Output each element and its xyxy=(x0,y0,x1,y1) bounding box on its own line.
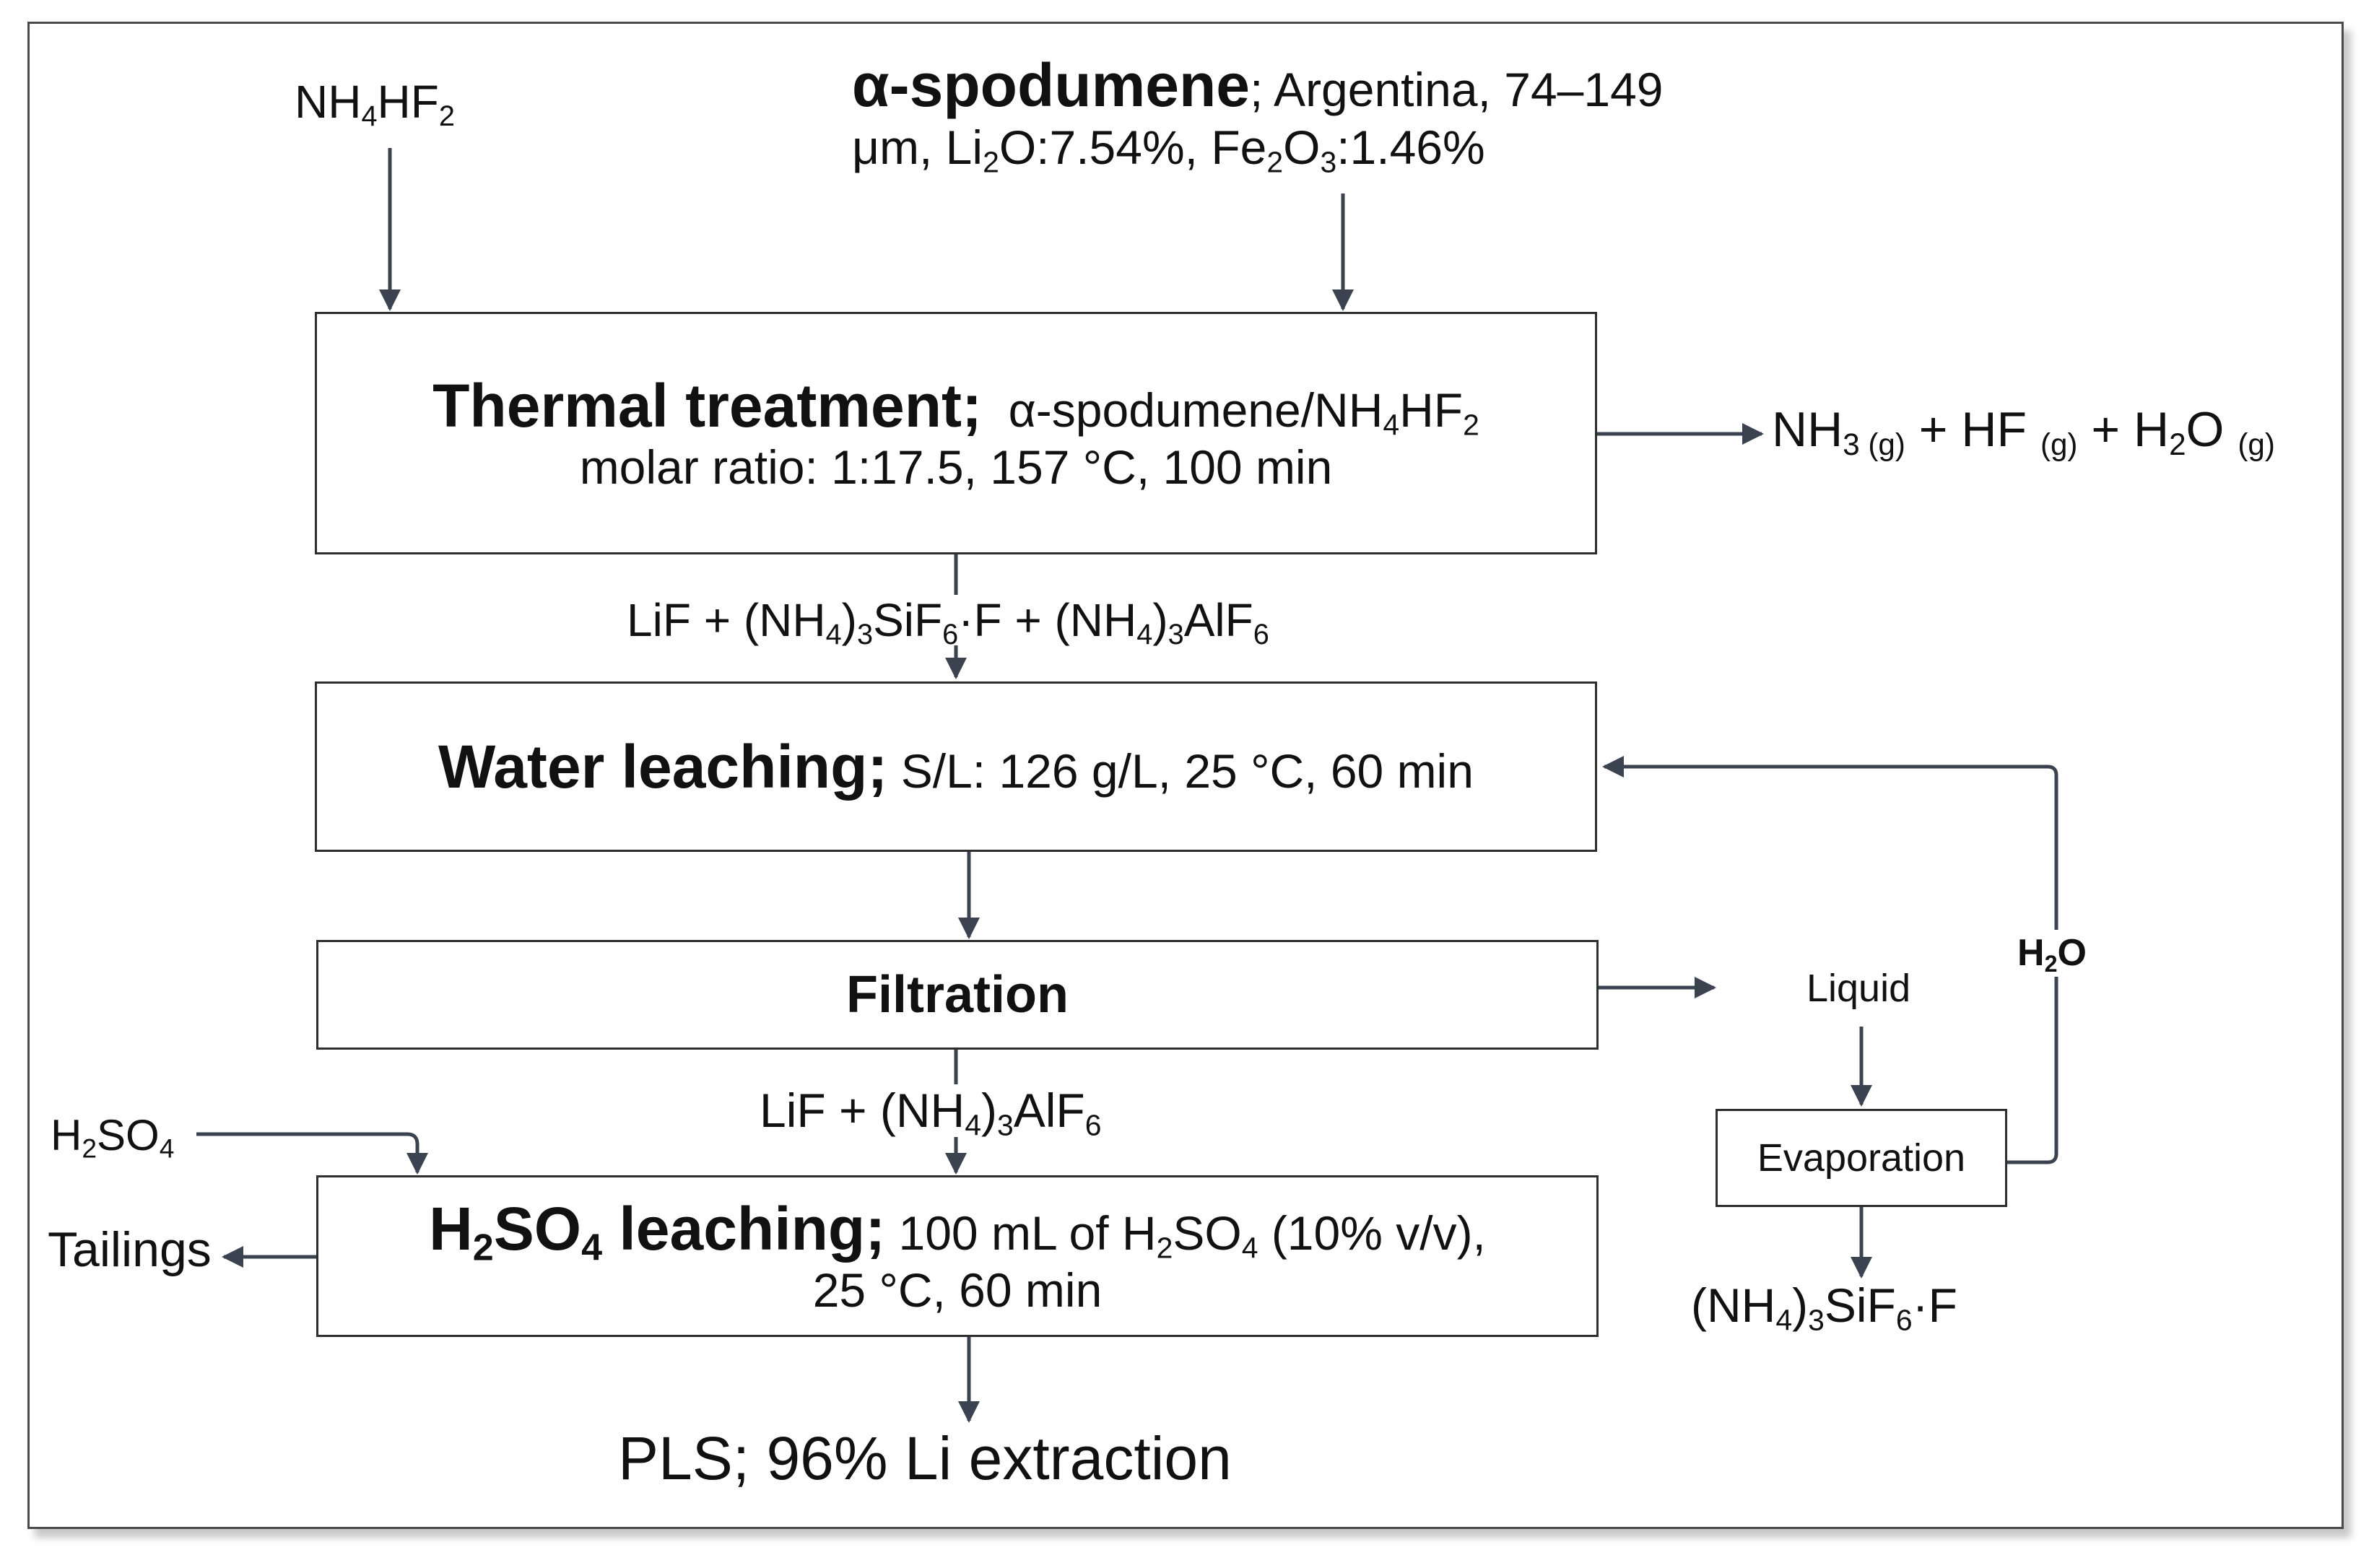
intermediate-products-1: LiF + (NH4)3SiF6·F + (NH4)3AlF6 xyxy=(627,594,1269,651)
evaporation-product: (NH4)3SiF6·F xyxy=(1691,1279,1957,1337)
thermal-conditions: molar ratio: 1:17.5, 157 °C, 100 min xyxy=(579,440,1333,495)
arrow-h2so4-to-acid xyxy=(196,1132,428,1175)
pls-product: PLS; 96% Li extraction xyxy=(618,1424,1232,1492)
acid-conditions: 25 °C, 60 min xyxy=(812,1263,1103,1317)
input-nh4hf2: NH4HF2 xyxy=(295,76,455,133)
filtration-box: Filtration xyxy=(316,940,1599,1050)
thermal-title: Thermal treatment; xyxy=(432,371,982,440)
evaporation-box: Evaporation xyxy=(1716,1109,2007,1207)
h2o-recycle-label: H2O xyxy=(2017,930,2087,977)
input-spodumene: α-spodumene; Argentina, 74–149 μm, Li2O:… xyxy=(852,51,1664,179)
tailings-label: Tailings xyxy=(48,1222,212,1277)
gas-products: NH3 (g) + HF (g) + H2O (g) xyxy=(1772,402,2275,461)
liquid-label: Liquid xyxy=(1806,967,1911,1010)
intermediate-products-2: LiF + (NH4)3AlF6 xyxy=(760,1084,1102,1142)
water-leaching-box: Water leaching; S/L: 126 g/L, 25 °C, 60 … xyxy=(315,681,1597,852)
thermal-treatment-box: Thermal treatment; α-spodumene/NH4HF2 mo… xyxy=(315,312,1597,554)
arrow-evaporation-recycle-to-water xyxy=(1602,756,2058,1164)
input-h2so4: H2SO4 xyxy=(51,1111,175,1164)
acid-leaching-box: H2SO4 leaching; 100 mL of H2SO4 (10% v/v… xyxy=(316,1175,1599,1337)
